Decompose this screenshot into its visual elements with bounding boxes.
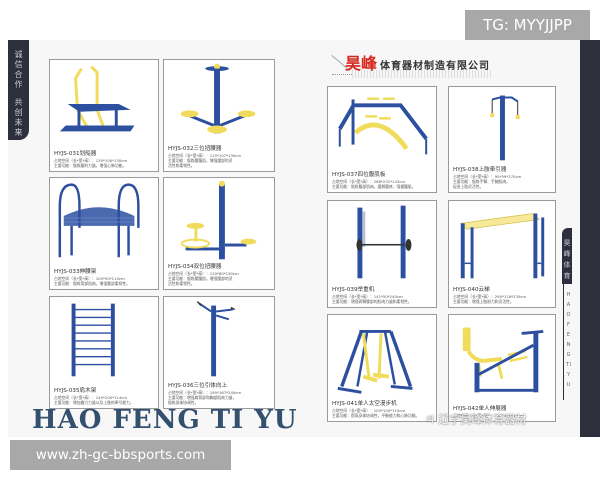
product-caption: HYJS-040云梯 占地空间（长*宽*高）：290*118*235cm 主要功… bbox=[453, 286, 552, 304]
product-spec: 占地空间（长*宽*高）：290*118*235cm bbox=[453, 294, 527, 299]
product-caption: HYJS-039举重机 占地空间（长*宽*高）：141*50*240cm 主要功… bbox=[332, 286, 433, 304]
situp-board-icon bbox=[338, 97, 428, 155]
product-caption: HYJS-037四位腹肌板 占地空间（长*宽*高）：268*231*143cm … bbox=[332, 171, 433, 189]
product-spec: 占地空间（长*宽*高）：100*50*110cm bbox=[54, 276, 125, 281]
product-spec: 主要功能：增强上肢耐力和灵活性。 bbox=[453, 299, 514, 304]
product-model: HYJS-040云梯 bbox=[453, 287, 490, 293]
website-url-overlay[interactable]: www.zh-gc-bbsports.com bbox=[10, 440, 231, 470]
right-dark-edge bbox=[580, 40, 600, 437]
leg-stretcher-icon bbox=[462, 327, 544, 393]
product-caption: HYJS-033伸腰架 占地空间（长*宽*高）：100*50*110cm 主要功… bbox=[54, 268, 155, 286]
product-caption: HYJS-034双位扭腰器 占地空间（长*宽*高）：120*60*130cm 主… bbox=[168, 263, 271, 286]
monkey-bars-icon bbox=[459, 213, 545, 279]
left-side-tab: 诚信合作 共创未来 bbox=[8, 40, 29, 143]
product-spec: 占地空间（长*宽*高）：268*231*143cm bbox=[332, 179, 406, 184]
product-spec: 主要功能：增加握力力量以及上肢的牵引能力。 bbox=[54, 400, 134, 405]
watermark-text: ♃ 辽宁昊峰体育器材 bbox=[425, 413, 527, 426]
product-card-032: HYJS-032三位扭腰器 占地空间（长*宽*高）：115*107*130cm … bbox=[163, 59, 275, 172]
product-spec: 主要功能：提高身体协调性，平衡能力和心肺功能。 bbox=[332, 413, 420, 418]
brand-decoration bbox=[332, 55, 352, 75]
product-model: HYJS-038上肢牵引器 bbox=[453, 167, 507, 173]
air-walker-icon bbox=[337, 329, 413, 394]
product-caption: HYJS-032三位扭腰器 占地空间（长*宽*高）：115*107*130cm … bbox=[168, 145, 271, 168]
product-model: HYJS-031划船器 bbox=[54, 151, 97, 157]
product-card-033: HYJS-033伸腰架 占地空间（长*宽*高）：100*50*110cm 主要功… bbox=[49, 177, 159, 290]
product-spec: 锻炼身体协调性。 bbox=[168, 400, 199, 405]
right-tab-chinese: 昊峰体育 bbox=[563, 239, 571, 280]
product-spec: 占地空间（长*宽*高）：115*107*130cm bbox=[168, 153, 242, 158]
product-caption: HYJS-036三位引体向上 占地空间（长*宽*高）：190*167*240cm… bbox=[168, 382, 271, 405]
product-model: HYJS-042单人伸展器 bbox=[453, 406, 507, 412]
product-caption: HYJS-035肩木架 占地空间（长*宽*高）：140*200*114cm 主要… bbox=[54, 387, 155, 405]
product-model: HYJS-033伸腰架 bbox=[54, 269, 97, 275]
tg-label-overlay: TG: MYYJJPP bbox=[465, 10, 590, 40]
product-spec: 占地空间（长*宽*高）：130*100*130cm bbox=[54, 158, 128, 163]
double-waist-twister-icon bbox=[180, 180, 257, 260]
product-model: HYJS-035肩木架 bbox=[54, 388, 97, 394]
back-stretcher-icon bbox=[58, 183, 140, 258]
product-model: HYJS-034双位扭腰器 bbox=[168, 264, 222, 270]
product-model: HYJS-039举重机 bbox=[332, 287, 375, 293]
wall-bars-icon bbox=[71, 303, 115, 377]
company-name: 昊峰 体育器材制造有限公司 bbox=[345, 50, 490, 74]
product-card-038: HYJS-038上肢牵引器 占地空间（长*宽*高）：90*59*270cm 主要… bbox=[448, 86, 556, 193]
product-spec: 占地空间（长*宽*高）：100*100*115cm bbox=[332, 408, 406, 413]
product-spec: 主要功能：锻炼腰腹肌，增强腰部的灵 bbox=[168, 158, 233, 163]
product-card-034: HYJS-034双位扭腰器 占地空间（长*宽*高）：120*60*130cm 主… bbox=[163, 177, 275, 290]
product-card-036: HYJS-036三位引体向上 占地空间（长*宽*高）：190*167*240cm… bbox=[163, 296, 275, 409]
product-model: HYJS-037四位腹肌板 bbox=[332, 172, 386, 178]
product-spec: 占地空间（长*宽*高）：141*50*240cm bbox=[332, 294, 403, 299]
product-spec: 占地空间（长*宽*高）：135*40*150cm bbox=[453, 413, 524, 418]
waist-twister-icon bbox=[180, 63, 256, 134]
product-spec: 主要功能：增强两臂腰部的肌肉力量和柔韧性。 bbox=[332, 299, 412, 304]
product-spec: 主要功能：锻炼腹部肌肉，缓解腰疼，强健腹肌。 bbox=[332, 184, 416, 189]
product-spec: 促进上肢灵活性。 bbox=[453, 184, 484, 189]
product-spec: 活性和柔韧性。 bbox=[168, 163, 195, 168]
upper-limb-traction-icon bbox=[490, 95, 520, 161]
product-spec: 主要功能：增强肩背部和胸部肌肉力量， bbox=[168, 395, 237, 400]
product-card-041: HYJS-041单人太空漫步机 占地空间（长*宽*高）：100*100*115c… bbox=[327, 314, 437, 422]
product-card-042: HYJS-042单人伸展器 占地空间（长*宽*高）：135*40*150cm bbox=[448, 314, 556, 422]
product-caption: HYJS-038上肢牵引器 占地空间（长*宽*高）：90*59*270cm 主要… bbox=[453, 166, 552, 189]
right-side-tab: 昊峰体育 HAOFENGTIYU bbox=[562, 222, 574, 400]
rowing-machine-icon bbox=[59, 65, 135, 132]
product-caption: HYJS-041单人太空漫步机 占地空间（长*宽*高）：100*100*115c… bbox=[332, 400, 433, 418]
product-spec: 主要功能：锻炼腰腹肌，增强腰部的灵 bbox=[168, 276, 233, 281]
product-model: HYJS-032三位扭腰器 bbox=[168, 146, 222, 152]
company-name-highlight: 昊峰 bbox=[345, 54, 378, 73]
slogan-line-1: 诚信合作 bbox=[14, 50, 23, 89]
product-spec: 主要功能：锻炼背部肌肉，增强腰部柔韧性。 bbox=[54, 281, 130, 286]
product-caption: HYJS-031划船器 占地空间（长*宽*高）：130*100*130cm 主要… bbox=[54, 150, 155, 168]
product-card-031: HYJS-031划船器 占地空间（长*宽*高）：130*100*130cm 主要… bbox=[49, 59, 159, 172]
product-card-040: HYJS-040云梯 占地空间（长*宽*高）：290*118*235cm 主要功… bbox=[448, 200, 556, 308]
product-spec: 活性和柔韧性。 bbox=[168, 281, 195, 286]
product-spec: 主要功能：锻炼腿的力量，增强心肺功能。 bbox=[54, 163, 127, 168]
product-model: HYJS-036三位引体向上 bbox=[168, 383, 228, 389]
slogan-line-2: 共创未来 bbox=[14, 98, 23, 137]
product-caption: HYJS-042单人伸展器 占地空间（长*宽*高）：135*40*150cm bbox=[453, 405, 552, 418]
right-tab-label-bg: 昊峰体育 bbox=[562, 225, 572, 284]
product-spec: 占地空间（长*宽*高）：190*167*240cm bbox=[168, 390, 242, 395]
pull-up-station-icon bbox=[196, 301, 236, 377]
product-card-039: HYJS-039举重机 占地空间（长*宽*高）：141*50*240cm 主要功… bbox=[327, 200, 437, 308]
product-spec: 占地空间（长*宽*高）：120*60*130cm bbox=[168, 271, 239, 276]
product-model: HYJS-041单人太空漫步机 bbox=[332, 401, 397, 407]
product-spec: 主要功能：锻炼手臂、手腕肌肉， bbox=[453, 179, 510, 184]
right-tab-english: HAOFENGTIYU bbox=[565, 292, 573, 388]
right-tab-divider bbox=[563, 284, 564, 400]
brand-stripes bbox=[352, 70, 492, 78]
company-name-rest: 体育器材制造有限公司 bbox=[380, 61, 491, 72]
product-spec: 占地空间（长*宽*高）：90*59*270cm bbox=[453, 174, 522, 179]
brand-title-english: HAO FENG TI YU bbox=[32, 405, 298, 435]
weight-lifter-icon bbox=[356, 205, 412, 279]
product-card-035: HYJS-035肩木架 占地空间（长*宽*高）：140*200*114cm 主要… bbox=[49, 296, 159, 409]
product-spec: 占地空间（长*宽*高）：140*200*114cm bbox=[54, 395, 128, 400]
product-card-037: HYJS-037四位腹肌板 占地空间（长*宽*高）：268*231*143cm … bbox=[327, 86, 437, 193]
